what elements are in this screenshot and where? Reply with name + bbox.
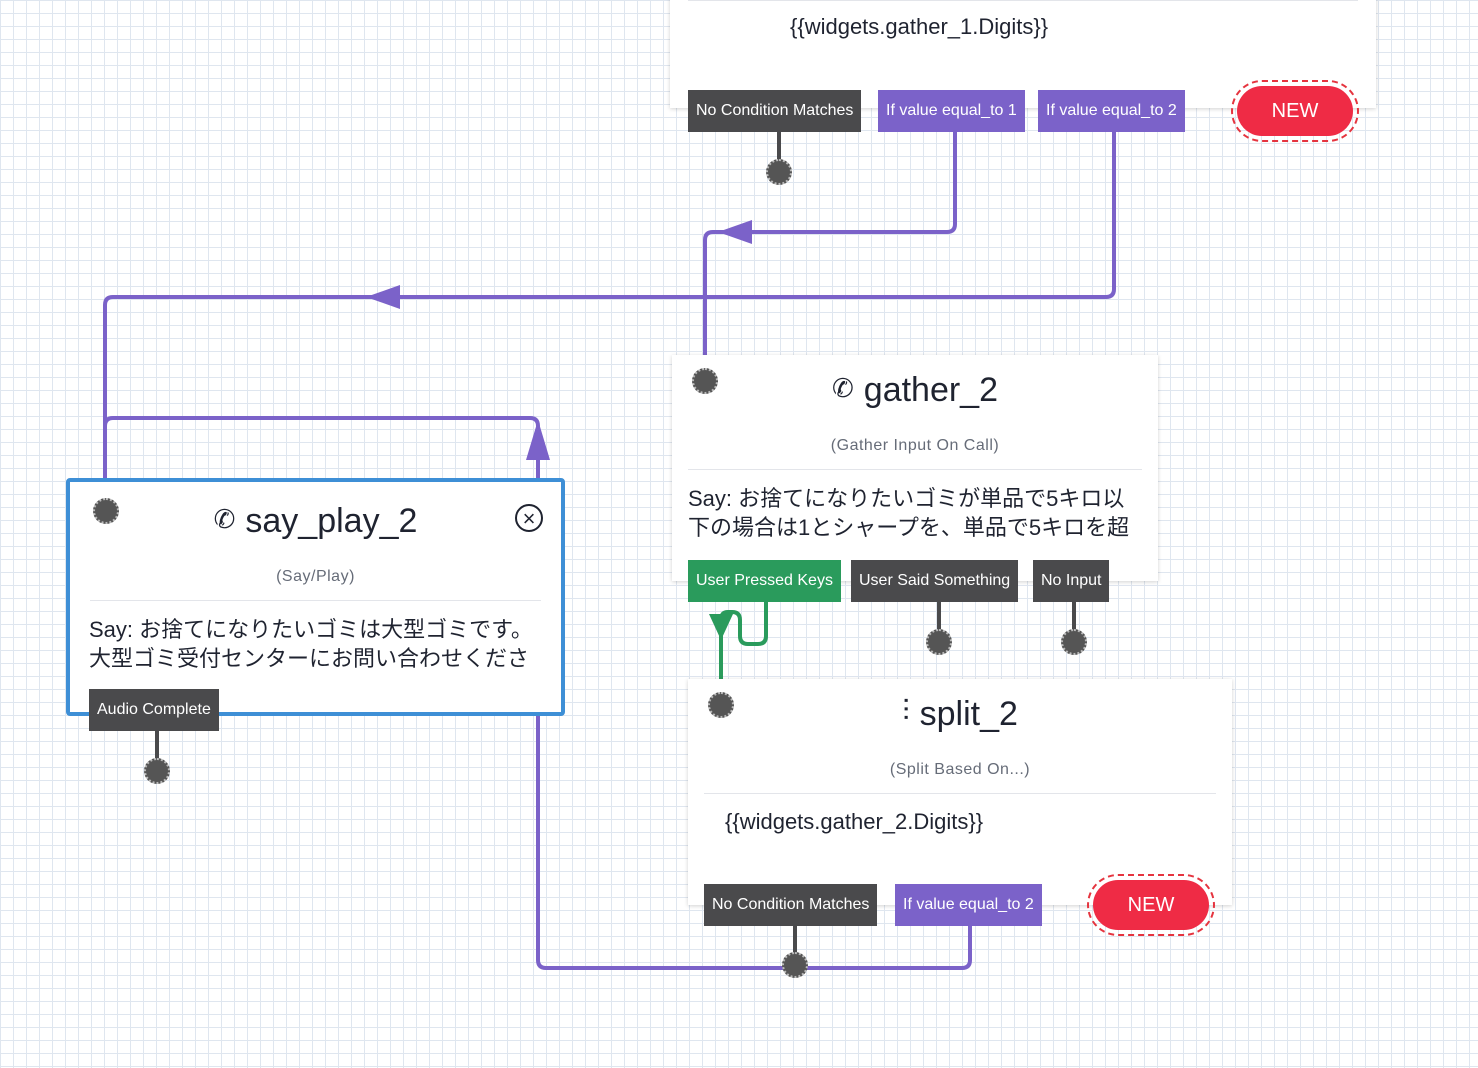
widget-body-line: Say: お捨てになりたいゴミは大型ゴミです。 bbox=[89, 617, 533, 642]
wire-arrow bbox=[366, 285, 400, 309]
split-2-expression: {{widgets.gather_2.Digits}} bbox=[725, 809, 984, 834]
split-2-widget[interactable]: ⫶ split_2 (Split Based On...) {{widgets.g… bbox=[688, 679, 1232, 905]
gather-2-speech-port[interactable] bbox=[926, 629, 952, 655]
phone-icon: ✆ bbox=[213, 504, 236, 534]
widget-title: gather_2 bbox=[863, 371, 999, 409]
gather-2-transition-no-input[interactable]: No Input bbox=[1033, 560, 1110, 602]
widget-title: split_2 bbox=[919, 695, 1018, 733]
gather-2-input-port[interactable] bbox=[692, 368, 718, 394]
split-1-no-condition-port[interactable] bbox=[766, 159, 792, 185]
wire-split1-eq2-to-sayplay2 bbox=[103, 130, 1116, 485]
close-circle-icon[interactable]: × bbox=[515, 504, 543, 532]
gather-2-transition-speech[interactable]: User Said Something bbox=[851, 560, 1019, 602]
new-button[interactable]: NEW bbox=[1237, 86, 1353, 136]
wire-split1-eq1-to-gather2 bbox=[703, 130, 957, 355]
split-2-no-condition-port[interactable] bbox=[782, 952, 808, 978]
split-1-transition-eq-2[interactable]: If value equal_to 2 bbox=[1038, 90, 1185, 132]
widget-body-line: 下の場合は1とシャープを、単品で5キロを超 bbox=[688, 515, 1130, 540]
gather-2-transition-keys[interactable]: User Pressed Keys bbox=[688, 560, 841, 602]
split-1-expression: {{widgets.gather_1.Digits}} bbox=[790, 14, 1049, 39]
split-2-input-port[interactable] bbox=[708, 692, 734, 718]
say-play-2-audio-complete-port[interactable] bbox=[144, 758, 170, 784]
gather-2-widget[interactable]: ✆ gather_2 (Gather Input On Call) Say: お捨… bbox=[672, 355, 1158, 581]
split-1-transition-eq-1[interactable]: If value equal_to 1 bbox=[878, 90, 1025, 132]
widget-type: (Gather Input On Call) bbox=[830, 437, 1000, 454]
wire-arrow bbox=[718, 220, 752, 244]
split-1-transition-no-condition[interactable]: No Condition Matches bbox=[688, 90, 862, 132]
gather-2-no-input-port[interactable] bbox=[1061, 629, 1087, 655]
split-1-new-transition[interactable]: NEW bbox=[1231, 80, 1359, 142]
say-play-2-transition-audio-complete[interactable]: Audio Complete bbox=[89, 689, 219, 731]
wire-arrow bbox=[526, 420, 550, 460]
split-2-transition-no-condition[interactable]: No Condition Matches bbox=[704, 884, 878, 926]
split-2-new-transition[interactable]: NEW bbox=[1087, 874, 1215, 936]
widget-body-line: 大型ゴミ受付センターにお問い合わせくださ bbox=[89, 646, 530, 671]
widget-title: say_play_2 bbox=[245, 502, 418, 540]
phone-icon: ✆ bbox=[831, 373, 854, 403]
widget-type: (Split Based On...) bbox=[889, 761, 1031, 778]
wire-gather2-keys-to-split2 bbox=[719, 600, 768, 680]
say-play-2-input-port[interactable] bbox=[93, 498, 119, 524]
wire-arrow bbox=[709, 614, 733, 640]
new-button[interactable]: NEW bbox=[1093, 880, 1209, 930]
say-play-2-widget[interactable]: ✆ say_play_2 × (Say/Play) Say: お捨てになりたいゴミ… bbox=[66, 478, 565, 716]
split-icon: ⫶ bbox=[902, 695, 910, 728]
widget-body-line: Say: お捨てになりたいゴミが単品で5キロ以 bbox=[688, 486, 1125, 511]
widget-type: (Say/Play) bbox=[276, 568, 355, 585]
split-2-transition-eq-2[interactable]: If value equal_to 2 bbox=[895, 884, 1042, 926]
